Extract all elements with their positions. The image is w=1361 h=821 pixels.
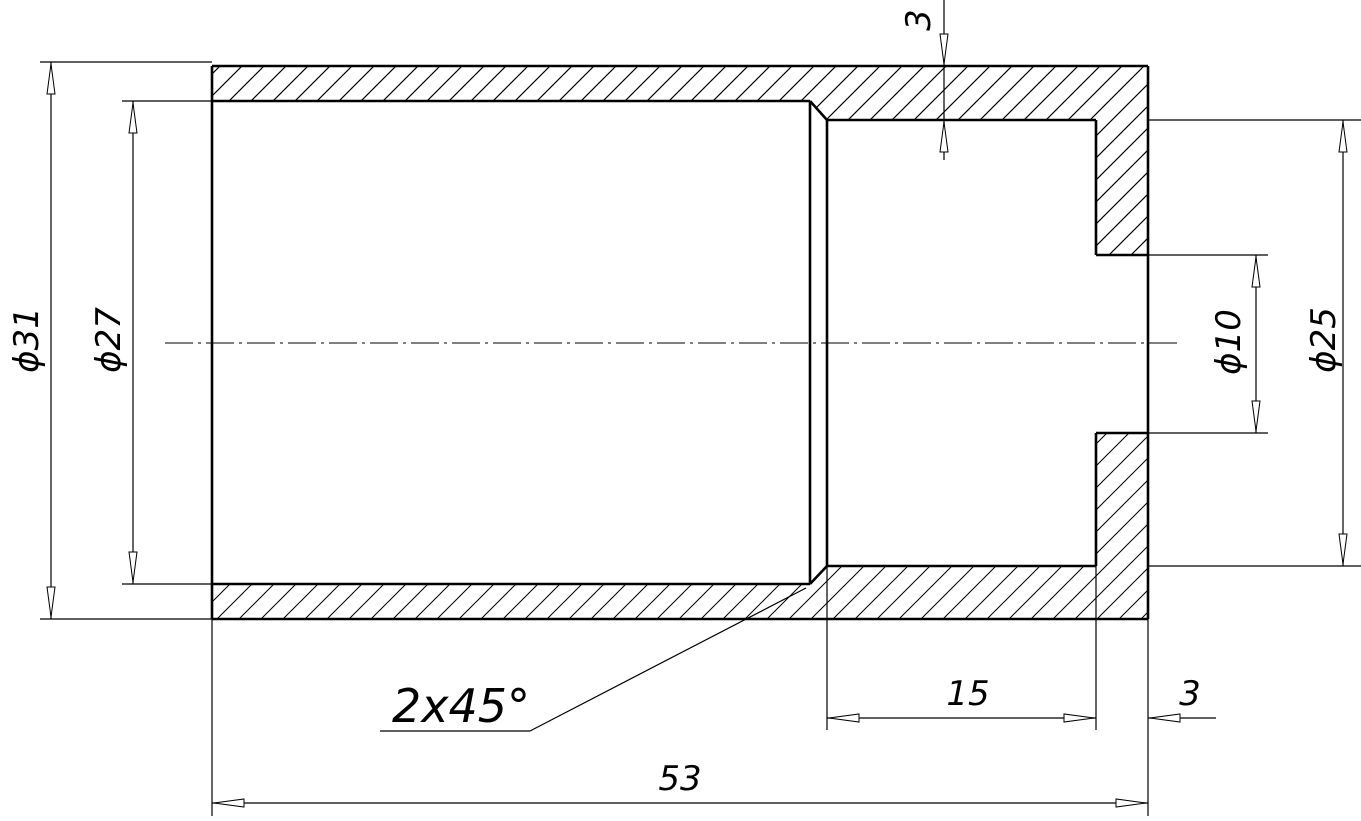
dim-overall-length-label: 53 [658, 759, 701, 799]
dim-chamfer-label: 2x45° [392, 679, 530, 733]
dim-outer-diameter-label: ϕ31 [7, 307, 47, 373]
top-wall-section-main [212, 66, 1148, 120]
right-upper-section [1096, 120, 1148, 255]
dim-outer-diameter: ϕ31 [7, 61, 212, 620]
bottom-wall-section [212, 566, 1148, 619]
right-lower-section [1096, 433, 1148, 566]
section-hatching [212, 66, 1148, 619]
dim-bottom-thickness-label: 3 [1179, 674, 1201, 714]
dim-counterbore-diameter: ϕ25 [1148, 119, 1361, 567]
dim-bottom-thickness: 3 [1147, 619, 1216, 816]
dim-counterbore-depth: 15 [826, 566, 1097, 730]
dim-wall-thickness-label: 3 [899, 9, 939, 31]
dim-bore-diameter: ϕ27 [89, 100, 212, 585]
dim-bore-diameter-label: ϕ27 [89, 307, 129, 373]
dim-overall-length: 53 [211, 619, 1148, 816]
dim-counterbore-depth-label: 15 [946, 674, 989, 714]
dim-hole-diameter-label: ϕ10 [1209, 309, 1249, 375]
dim-counterbore-diameter-label: ϕ25 [1304, 307, 1344, 373]
dim-hole-diameter: ϕ10 [1148, 254, 1268, 434]
dim-chamfer: 2x45° [380, 587, 807, 733]
dim-wall-thickness: 3 [899, 0, 949, 160]
